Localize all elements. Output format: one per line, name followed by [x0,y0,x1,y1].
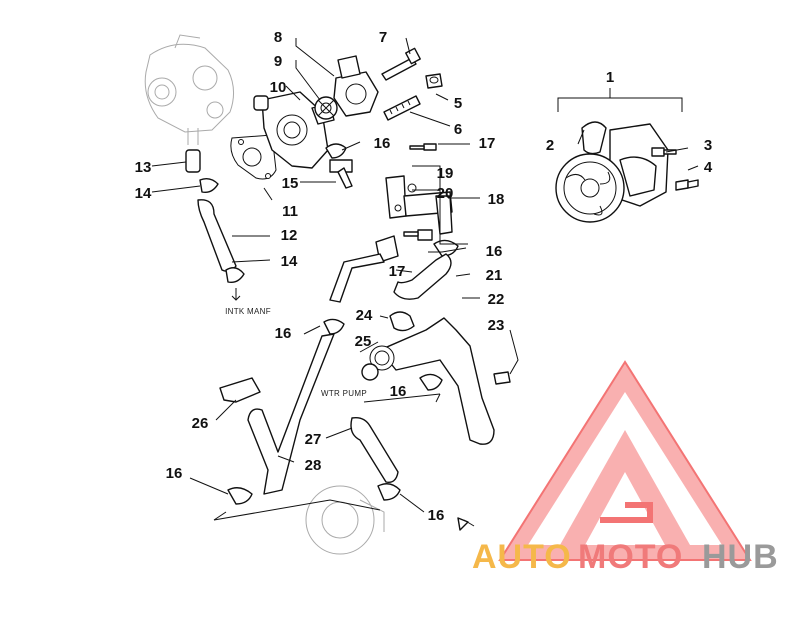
callout-9: 9 [274,53,282,70]
callout-12: 12 [281,227,298,244]
callout-16f: 16 [428,507,445,524]
callout-18: 18 [488,191,505,208]
callout-6: 6 [454,121,462,138]
lower-hoses-group [213,318,475,555]
intake-manifold-note: INTK MANF [225,307,271,316]
callout-16c: 16 [275,325,292,342]
bolts-group [381,47,443,121]
throttle-body-ghost [144,34,234,145]
leader-lines [151,37,699,513]
callout-8: 8 [274,29,282,46]
hose-21 [393,253,452,300]
water-pump-note: WTR PUMP [321,389,367,398]
callout-16b: 16 [486,243,503,260]
callout-11: 11 [282,203,298,220]
water-pump-assembly [555,88,699,223]
watermark-auto: AUTO [472,538,572,576]
watermark-text: AUTO MOTO HUB [472,538,779,576]
callout-10: 10 [270,79,287,96]
water-pipe-group [361,311,511,445]
callout-20: 20 [437,185,454,202]
callout-14a: 14 [135,185,152,202]
callout-2: 2 [546,137,554,154]
thermostat-housing-group [230,55,379,189]
callout-17b: 17 [389,263,406,280]
callout-13: 13 [135,159,152,176]
callout-23: 23 [488,317,505,334]
callout-19: 19 [437,165,454,182]
callout-22: 22 [488,291,505,308]
callout-labels: 1 2 3 4 5 6 7 8 9 10 11 12 13 14 14 15 1… [135,29,713,524]
watermark-logo [498,360,752,561]
callout-14b: 14 [281,253,298,270]
callout-5: 5 [454,95,462,112]
intake-hose-group [185,149,245,301]
long-hose-upper [329,235,399,303]
watermark-hub: HUB [702,538,779,576]
callout-16d: 16 [390,383,407,400]
callout-25: 25 [355,333,372,350]
callout-15: 15 [282,175,299,192]
callout-27: 27 [305,431,322,448]
callout-17a: 17 [479,135,496,152]
callout-3: 3 [704,137,712,154]
callout-1: 1 [606,69,614,86]
callout-7: 7 [379,29,387,46]
watermark-moto: MOTO [578,538,683,576]
callout-24: 24 [356,307,373,324]
callout-4: 4 [704,159,713,176]
callout-21: 21 [486,267,503,284]
callout-28: 28 [305,457,322,474]
callout-16e: 16 [166,465,183,482]
callout-16a: 16 [374,135,391,152]
callout-26: 26 [192,415,209,432]
